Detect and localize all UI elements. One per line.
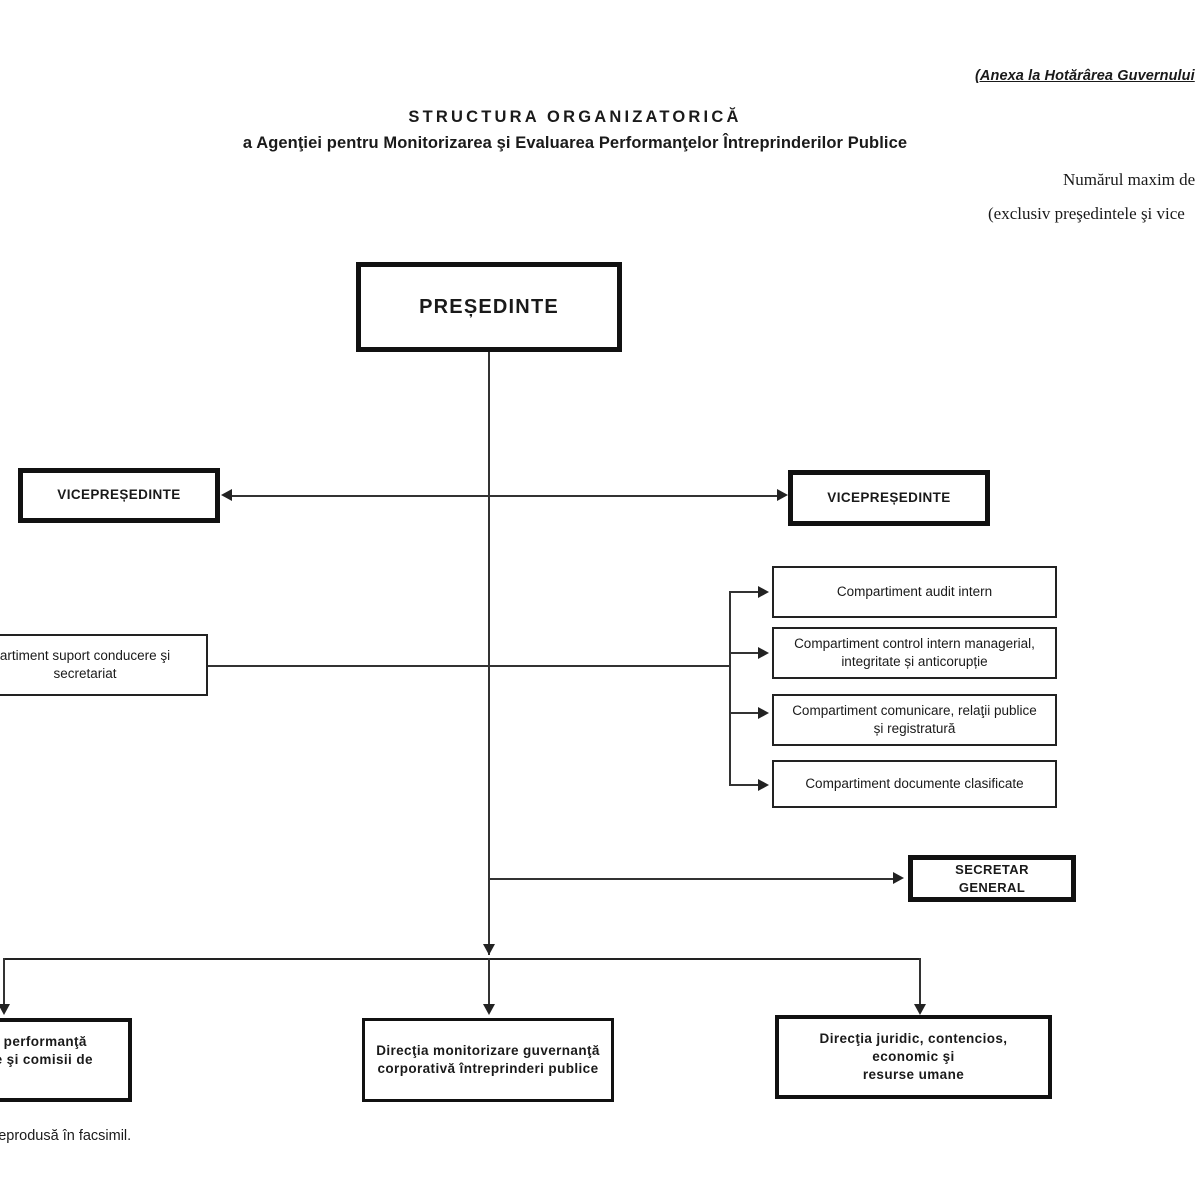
connector-secretar-general	[488, 878, 896, 880]
node-comunicare-label: Compartiment comunicare, relaţii publice…	[784, 702, 1045, 738]
arrowhead-audit	[758, 586, 769, 598]
arrowhead-directia-juridic	[914, 1004, 926, 1015]
node-secretar-general[interactable]: SECRETAR GENERAL	[908, 855, 1076, 902]
arrowhead-clasificate	[758, 779, 769, 791]
arrowhead-vicepresedinte-left	[221, 489, 232, 501]
node-directia-monitorizare-guvernanta[interactable]: Direcţia monitorizare guvernanţă corpora…	[362, 1018, 614, 1102]
node-directia-juridic[interactable]: Direcţia juridic, contencios, economic ş…	[775, 1015, 1052, 1099]
node-directia-juridic-line1: Direcţia juridic, contencios, economic ş…	[819, 1030, 1008, 1064]
connector-vicepresedinti	[232, 495, 780, 497]
node-compartiment-suport-conducere[interactable]: artiment suport conducere şi secretariat	[0, 634, 208, 696]
node-vicepresedinte-left-label: VICEPREȘEDINTE	[57, 487, 181, 503]
connector-spine-main	[488, 352, 490, 955]
annex-reference-note: (Anexa la Hotărârea Guvernului	[975, 68, 1195, 84]
node-suport-label: artiment suport conducere şi secretariat	[0, 647, 178, 683]
node-vicepresedinte-right[interactable]: VICEPREȘEDINTE	[788, 470, 990, 526]
facsimile-footnote: ste reprodusă în facsimil.	[0, 1128, 132, 1144]
node-directia-performanta-line1: rizare performanţă	[0, 1033, 87, 1049]
arrowhead-comunicare	[758, 707, 769, 719]
arrowhead-vicepresedinte-right	[777, 489, 788, 501]
title-main: STRUCTURA ORGANIZATORICĂ	[408, 108, 742, 126]
node-compartiment-comunicare[interactable]: Compartiment comunicare, relaţii publice…	[772, 694, 1057, 746]
connector-drop-juridic	[919, 958, 921, 1010]
node-directia-juridic-label: Direcţia juridic, contencios, economic ş…	[779, 1030, 1048, 1085]
connector-drop-guvernanta	[488, 958, 490, 1010]
node-directia-guvernanta-line1: Direcţia monitorizare guvernanţă	[376, 1042, 600, 1058]
arrowhead-control	[758, 647, 769, 659]
arrowhead-spine-bottom	[483, 944, 495, 955]
node-presedinte-label: PREȘEDINTE	[419, 295, 559, 318]
staff-count-note-line1: Numărul maxim de	[1063, 170, 1196, 189]
page-title: STRUCTURA ORGANIZATORICĂ a Agenţiei pent…	[0, 108, 1150, 153]
node-directia-performanta-label: rizare performanţă ublice şi comisii de …	[0, 1033, 101, 1088]
node-directia-performanta-line2: ublice şi comisii de	[0, 1051, 93, 1067]
connector-bottom-bus	[3, 958, 921, 960]
node-secretar-general-label: SECRETAR GENERAL	[955, 861, 1029, 895]
node-directia-monitorizare-performanta[interactable]: rizare performanţă ublice şi comisii de …	[0, 1018, 132, 1102]
node-directia-guvernanta-label: Direcţia monitorizare guvernanţă corpora…	[368, 1042, 608, 1078]
node-suport-line2: secretariat	[53, 666, 117, 681]
node-comunicare-line2: și registratură	[873, 721, 956, 736]
node-presedinte[interactable]: PREȘEDINTE	[356, 262, 622, 352]
connector-drop-performanta	[3, 958, 5, 1010]
connector-branch-comunicare	[729, 712, 761, 714]
node-vicepresedinte-right-label: VICEPREȘEDINTE	[827, 489, 951, 505]
node-control-label: Compartiment control intern managerial, …	[786, 635, 1043, 671]
node-directia-juridic-line2: resurse umane	[862, 1067, 965, 1083]
node-control-line1: Compartiment control intern managerial,	[794, 635, 1035, 651]
title-subtitle: a Agenţiei pentru Monitorizarea şi Evalu…	[242, 134, 908, 152]
connector-branch-clasificate	[729, 784, 761, 786]
node-suport-line1: artiment suport conducere şi	[0, 647, 171, 663]
node-control-line2: integritate și anticorupție	[841, 654, 988, 669]
connector-branch-control	[729, 652, 761, 654]
connector-compartimente-trunk	[729, 591, 731, 785]
node-audit-label: Compartiment audit intern	[836, 583, 993, 599]
node-compartiment-audit-intern[interactable]: Compartiment audit intern	[772, 566, 1057, 618]
node-compartiment-control-intern[interactable]: Compartiment control intern managerial, …	[772, 627, 1057, 679]
arrowhead-directia-guvernanta	[483, 1004, 495, 1015]
connector-branch-audit	[729, 591, 761, 593]
staff-count-note-line2: (exclusiv preşedintele şi vice	[988, 204, 1185, 223]
node-directia-guvernanta-line2: corporativă întreprinderi publice	[377, 1061, 599, 1076]
node-clasificate-label: Compartiment documente clasificate	[805, 775, 1024, 791]
node-comunicare-line1: Compartiment comunicare, relaţii publice	[792, 702, 1037, 718]
node-compartiment-documente-clasificate[interactable]: Compartiment documente clasificate	[772, 760, 1057, 808]
arrowhead-secretar-general	[893, 872, 904, 884]
connector-suport-to-compartimente	[208, 665, 730, 667]
arrowhead-directia-performanta	[0, 1004, 10, 1015]
node-vicepresedinte-left[interactable]: VICEPREȘEDINTE	[18, 468, 220, 523]
